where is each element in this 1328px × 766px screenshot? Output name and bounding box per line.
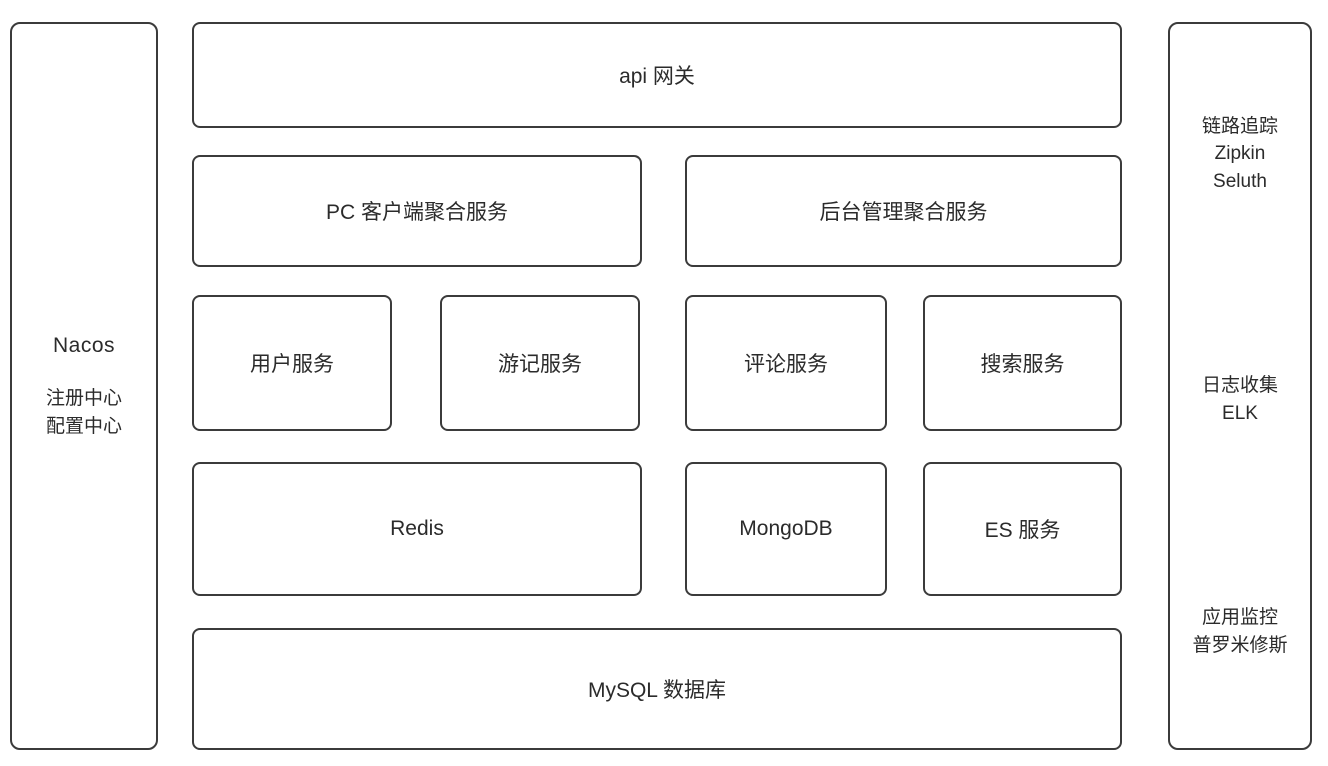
storage-box-mongodb: MongoDB (685, 462, 887, 596)
storage-box-es-label: ES 服务 (984, 519, 1061, 542)
service-box-search-label: 搜索服务 (980, 353, 1065, 376)
aggregation-box-admin: 后台管理聚合服务 (685, 155, 1122, 267)
main-architecture-region: api 网关 PC 客户端聚合服务 后台管理聚合服务 用户服务 游记服务 评论服… (192, 22, 1122, 750)
aggregation-box-admin-label: 后台管理聚合服务 (819, 201, 988, 224)
registry-panel: Nacos 注册中心 配置中心 (10, 22, 158, 750)
service-box-travel-notes-label: 游记服务 (498, 353, 582, 376)
observability-block-logging: 日志收集 ELK (1201, 375, 1278, 424)
storage-box-redis: Redis (192, 462, 642, 596)
storage-box-es: ES 服务 (923, 462, 1122, 596)
aggregation-box-pc-client: PC 客户端聚合服务 (192, 155, 642, 267)
api-gateway-label: api 网关 (619, 65, 695, 88)
observability-block-monitoring: 应用监控 普罗米修斯 (1192, 607, 1288, 656)
service-box-comment-label: 评论服务 (744, 353, 828, 376)
database-box-mysql-label: MySQL 数据库 (587, 679, 727, 702)
api-gateway-box: api 网关 (192, 22, 1122, 128)
registry-panel-subtitle: 注册中心 配置中心 (45, 388, 122, 437)
database-box-mysql: MySQL 数据库 (192, 628, 1122, 750)
observability-panel: 链路追踪 Zipkin Seluth 日志收集 ELK 应用监控 普罗米修斯 (1168, 22, 1312, 750)
observability-block-tracing: 链路追踪 Zipkin Seluth (1201, 115, 1278, 192)
service-box-search: 搜索服务 (923, 295, 1122, 431)
service-box-user-label: 用户服务 (250, 353, 334, 376)
service-box-comment: 评论服务 (685, 295, 887, 431)
aggregation-box-pc-client-label: PC 客户端聚合服务 (325, 201, 508, 224)
service-box-user: 用户服务 (192, 295, 392, 431)
registry-panel-title: Nacos (52, 333, 116, 357)
storage-box-mongodb-label: MongoDB (739, 517, 833, 540)
service-box-travel-notes: 游记服务 (440, 295, 640, 431)
storage-box-redis-label: Redis (390, 517, 444, 540)
